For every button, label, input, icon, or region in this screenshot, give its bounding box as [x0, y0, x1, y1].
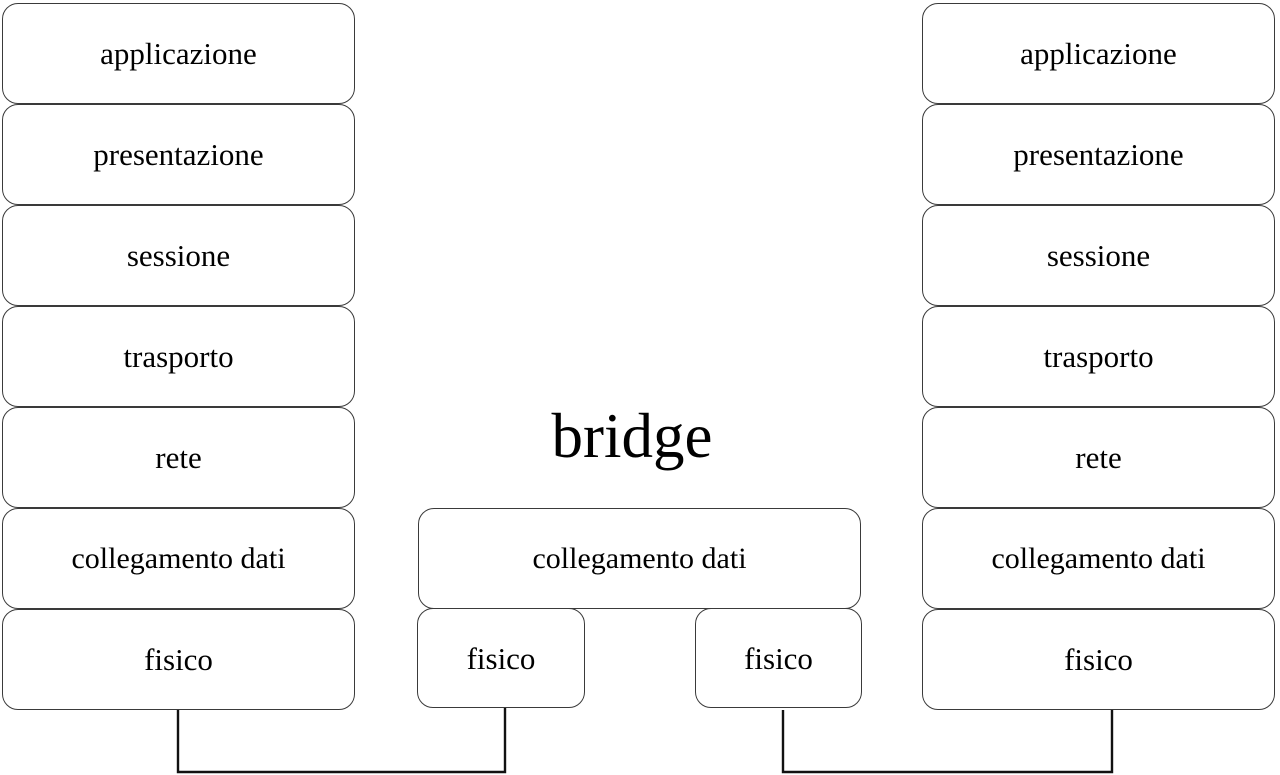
layer-label: sessione	[126, 238, 231, 273]
layer-label: presentazione	[1013, 137, 1184, 172]
layer-label: fisico	[744, 640, 813, 676]
layer-label: fisico	[1064, 642, 1133, 677]
wire-bridge-to-right-host	[781, 710, 1114, 774]
layer-label: trasporto	[123, 339, 234, 374]
bridge-layer-fisico-left: fisico	[417, 608, 585, 708]
wire-left-host-to-bridge	[176, 708, 507, 774]
right-stack-layer-trasporto: trasporto	[922, 306, 1275, 407]
layer-label: rete	[1075, 440, 1122, 475]
layer-label: fisico	[144, 642, 213, 677]
bridge-title-label: bridge	[0, 405, 1280, 468]
layer-label: rete	[155, 440, 202, 475]
left-stack-layer-presentazione: presentazione	[2, 104, 355, 205]
layer-label: applicazione	[1020, 36, 1177, 71]
bridge-title-text: bridge	[551, 401, 713, 471]
left-stack-layer-collegamento-dati: collegamento dati	[2, 508, 355, 609]
left-stack-layer-fisico: fisico	[2, 609, 355, 710]
right-stack-layer-collegamento-dati: collegamento dati	[922, 508, 1275, 609]
layer-label: fisico	[466, 640, 536, 676]
left-stack-layer-sessione: sessione	[2, 205, 355, 306]
layer-label: collegamento dati	[991, 541, 1206, 575]
right-stack-layer-sessione: sessione	[922, 205, 1275, 306]
bridge-layer-fisico-right: fisico	[695, 608, 862, 708]
bridge-layer-collegamento-dati: collegamento dati	[418, 508, 861, 609]
right-stack-layer-fisico: fisico	[922, 609, 1275, 710]
layer-label: collegamento dati	[532, 541, 747, 575]
layer-label: presentazione	[93, 137, 264, 172]
left-stack-layer-applicazione: applicazione	[2, 3, 355, 104]
layer-label: sessione	[1046, 238, 1151, 273]
layer-label: applicazione	[100, 36, 257, 71]
left-stack-layer-trasporto: trasporto	[2, 306, 355, 407]
layer-label: collegamento dati	[71, 541, 286, 575]
right-stack-layer-presentazione: presentazione	[922, 104, 1275, 205]
right-stack-layer-applicazione: applicazione	[922, 3, 1275, 104]
left-stack-layer-rete: rete	[2, 407, 355, 508]
layer-label: trasporto	[1043, 339, 1154, 374]
right-stack-layer-rete: rete	[922, 407, 1275, 508]
